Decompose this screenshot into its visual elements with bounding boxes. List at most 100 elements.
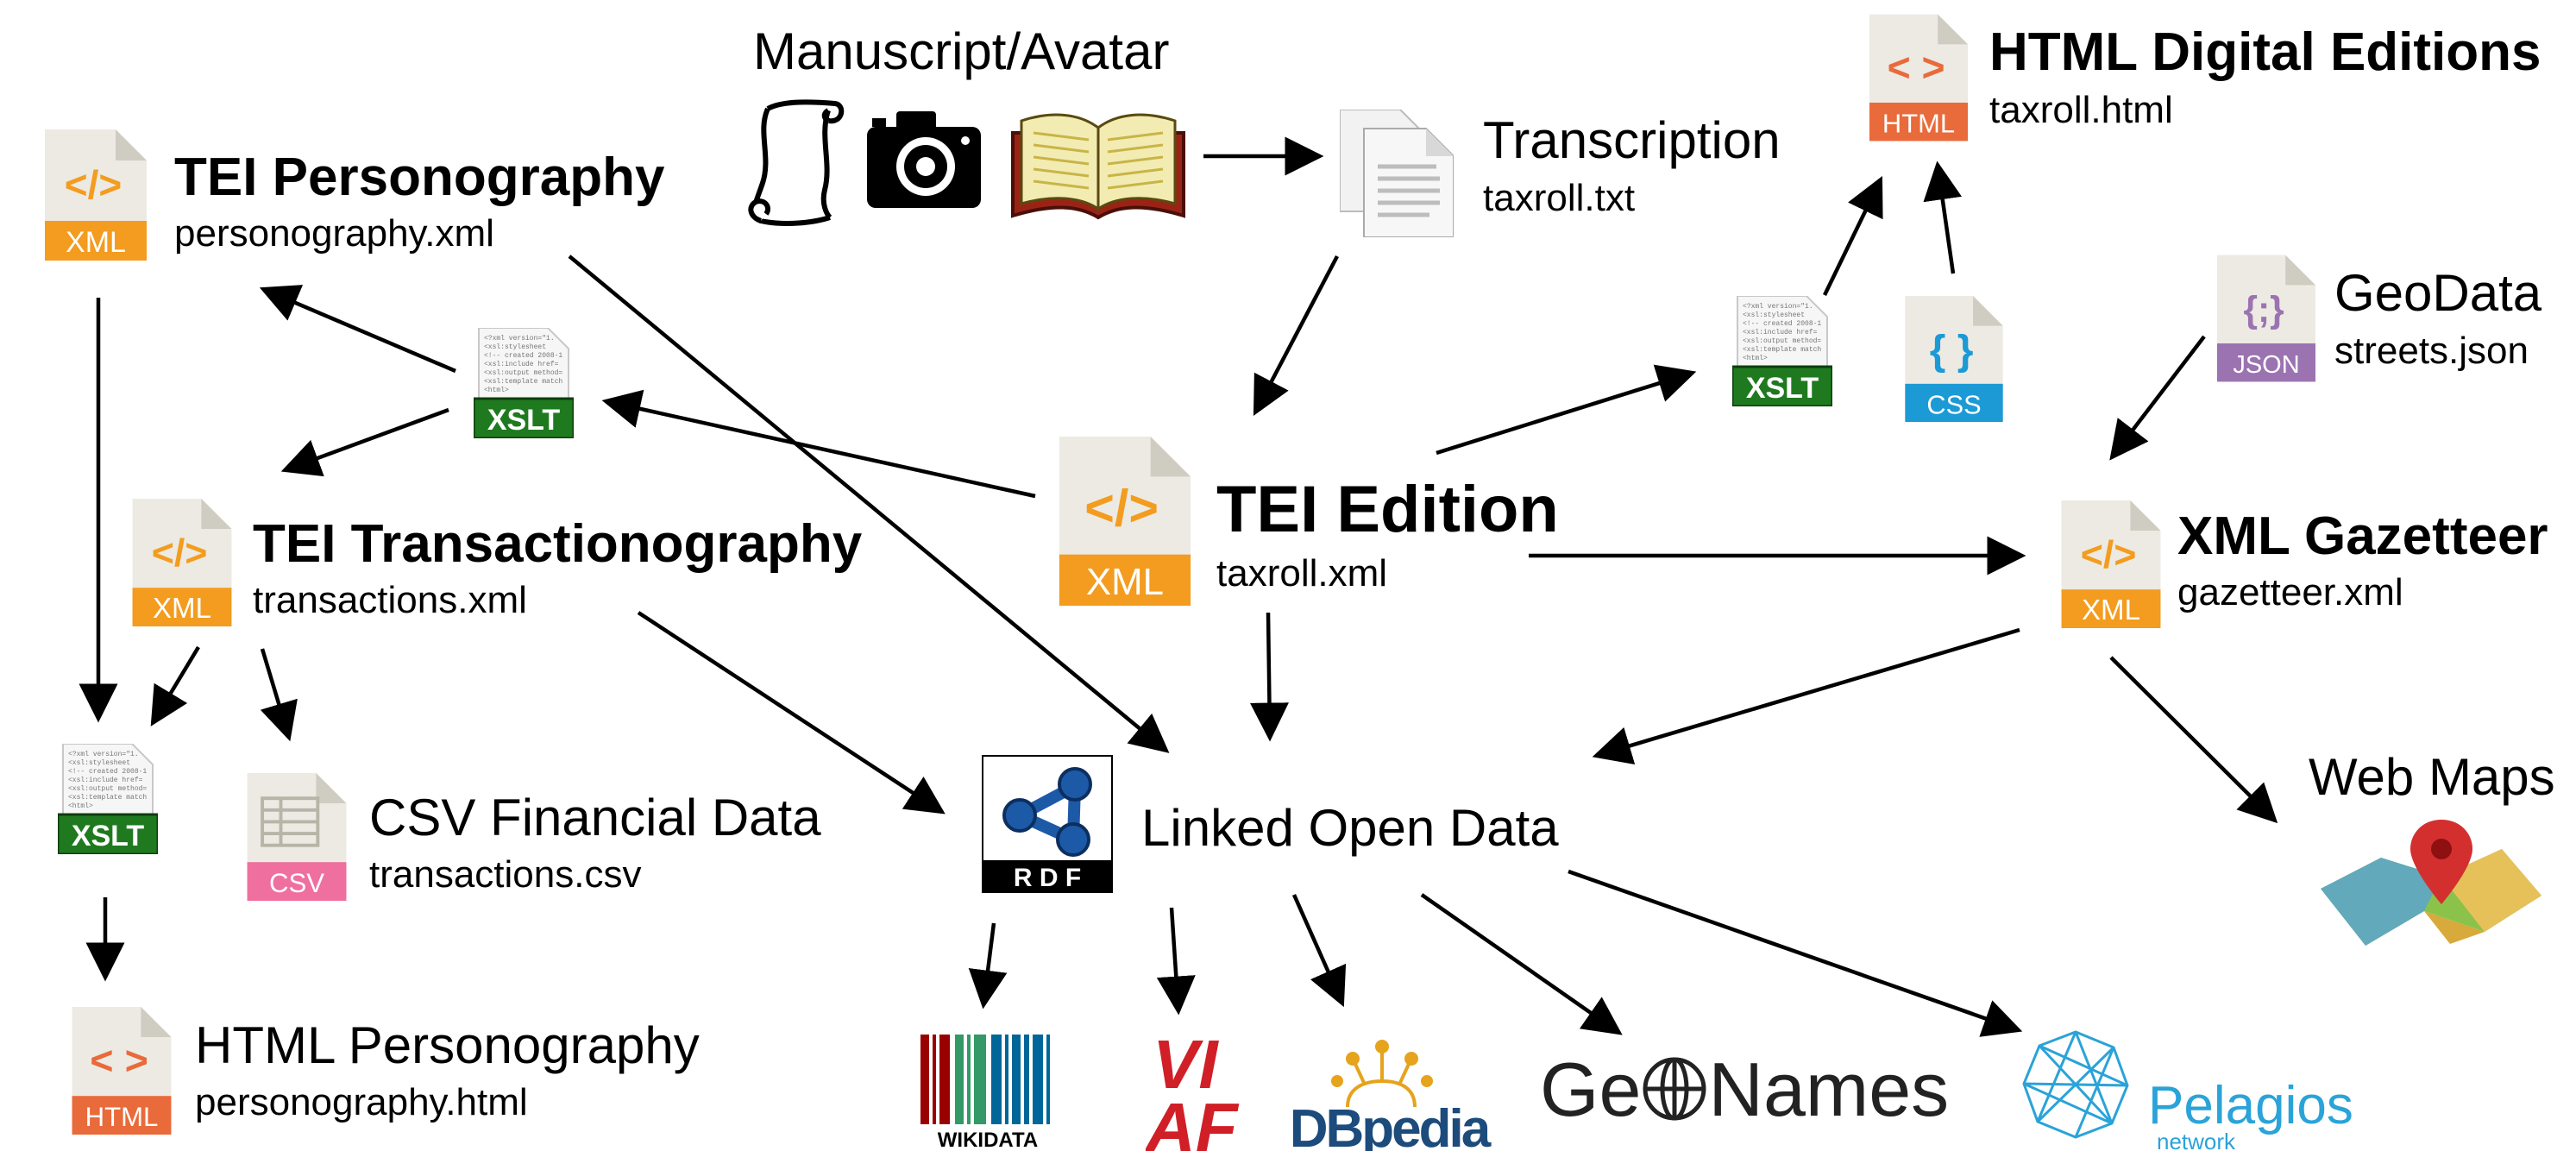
- dbpedia-logo: DBpedia: [1290, 1040, 1492, 1151]
- svg-text:</>: </>: [2081, 533, 2137, 576]
- svg-text:Pelagios: Pelagios: [2148, 1076, 2353, 1135]
- xml-file-icon: </> XML: [132, 499, 232, 626]
- svg-text:VI: VI: [1153, 1031, 1219, 1103]
- transactionography-file: transactions.xml: [253, 579, 527, 621]
- arrow-transactions-lod: [637, 611, 946, 815]
- html-file-icon: < > HTML: [72, 1007, 172, 1135]
- html-editions-file: taxroll.html: [1989, 89, 2173, 131]
- svg-text:{ }: { }: [1930, 328, 1974, 374]
- svg-text:</>: </>: [152, 531, 208, 575]
- transcription-title: Transcription: [1483, 111, 1781, 169]
- svg-text:DBpedia: DBpedia: [1290, 1099, 1492, 1151]
- svg-text:XSLT: XSLT: [1746, 372, 1819, 405]
- personography-title: TEI Personography: [174, 148, 665, 207]
- html-personography-file: personography.html: [195, 1081, 528, 1123]
- svg-text:<html>: <html>: [484, 387, 509, 394]
- svg-text:<xsl:output method=: <xsl:output method=: [484, 369, 562, 377]
- arrow-geodata-gazetteer: [2109, 335, 2206, 461]
- svg-text:< >: < >: [1888, 45, 1945, 90]
- tei-edition-file: taxroll.xml: [1216, 552, 1388, 594]
- svg-text:JSON: JSON: [2233, 351, 2299, 379]
- geonames-logo-left: Ge: [1540, 1047, 1642, 1132]
- manuscript-title: Manuscript/Avatar: [753, 22, 1170, 80]
- svg-text:<xsl:include href=: <xsl:include href=: [484, 361, 559, 368]
- scroll-icon: [748, 99, 845, 226]
- gazetteer-title: XML Gazetteer: [2177, 506, 2548, 566]
- svg-text:XML: XML: [153, 593, 211, 625]
- viaf-logo: VI AF: [1146, 1031, 1240, 1151]
- arrow-gazetteer-webmaps: [2109, 656, 2278, 824]
- arrow-lod-wikidata: [968, 922, 1008, 1009]
- svg-text:</>: </>: [1084, 479, 1159, 537]
- arrow-lod-viaf: [1156, 907, 1196, 1016]
- arrow-gazetteer-lod: [1592, 627, 2020, 765]
- arrow-edition-lod: [1249, 612, 1289, 742]
- svg-text:HTML: HTML: [85, 1102, 159, 1132]
- map-pin-icon: [2321, 820, 2541, 946]
- svg-text:network: network: [2157, 1129, 2236, 1151]
- svg-text:<xsl:template match: <xsl:template match: [484, 378, 562, 386]
- html-file-icon: < > HTML: [1869, 14, 1968, 142]
- tei-edition-title: TEI Edition: [1216, 473, 1559, 546]
- arrow-edition-xslt-html: [1436, 364, 1697, 456]
- svg-text:R D F: R D F: [1014, 864, 1081, 892]
- geodata-file: streets.json: [2334, 330, 2529, 372]
- rdf-icon: R D F: [982, 755, 1113, 893]
- svg-text:<!-- created 2008-1: <!-- created 2008-1: [1743, 320, 1821, 328]
- svg-text:<?xml version="1.: <?xml version="1.: [484, 335, 555, 343]
- geonames-logo-right: Names: [1708, 1047, 1950, 1132]
- geodata-title: GeoData: [2334, 264, 2542, 322]
- svg-text:CSV: CSV: [269, 868, 324, 898]
- text-document-icon: [1340, 110, 1454, 237]
- svg-text:<xsl:output method=: <xsl:output method=: [68, 785, 147, 793]
- transactionography-title: TEI Transactionography: [253, 514, 863, 574]
- csv-file-icon: CSV: [247, 773, 347, 901]
- svg-text:XSLT: XSLT: [487, 404, 561, 437]
- lod-title: Linked Open Data: [1141, 799, 1559, 857]
- xml-file-icon: </> XML: [45, 129, 147, 261]
- svg-text:<html>: <html>: [1743, 355, 1768, 362]
- csv-file: transactions.csv: [369, 853, 642, 896]
- open-book-icon: [1011, 113, 1185, 220]
- xml-file-icon: </> XML: [1059, 437, 1191, 606]
- svg-text:<xsl:include href=: <xsl:include href=: [68, 777, 143, 784]
- svg-text:<?xml version="1.: <?xml version="1.: [68, 751, 139, 758]
- svg-text:<html>: <html>: [68, 802, 93, 810]
- transcription-file: taxroll.txt: [1483, 177, 1636, 219]
- personography-file: personography.xml: [174, 212, 494, 255]
- arrow-transactions-xslt: [150, 645, 200, 726]
- svg-text:<xsl:stylesheet: <xsl:stylesheet: [68, 759, 130, 767]
- csv-title: CSV Financial Data: [369, 789, 821, 846]
- svg-text:<!-- created 2008-1: <!-- created 2008-1: [68, 768, 147, 776]
- arrow-edition-xslt-personography: [601, 389, 1036, 499]
- globe-icon: [1643, 1057, 1706, 1121]
- svg-text:< >: < >: [90, 1038, 148, 1083]
- xslt-file-icon: <?xml version="1. <xsl:stylesheet <!-- c…: [474, 328, 574, 438]
- svg-text:HTML: HTML: [1882, 109, 1955, 139]
- html-personography-title: HTML Personography: [195, 1016, 700, 1074]
- svg-text:<xsl:include href=: <xsl:include href=: [1743, 329, 1818, 336]
- arrow-xslt-transactionography: [280, 407, 449, 477]
- svg-text:<!-- created 2008-1: <!-- created 2008-1: [484, 352, 562, 360]
- json-file-icon: {;} JSON: [2217, 255, 2315, 382]
- svg-text:<xsl:stylesheet: <xsl:stylesheet: [484, 343, 546, 351]
- svg-text:XML: XML: [66, 226, 126, 259]
- svg-text:<xsl:output method=: <xsl:output method=: [1743, 337, 1821, 345]
- svg-text:</>: </>: [65, 162, 123, 207]
- arrow-transcription-tei-edition: [1253, 255, 1339, 416]
- wikidata-logo: WIKIDATA: [920, 1035, 1050, 1151]
- gazetteer-file: gazetteer.xml: [2177, 571, 2403, 613]
- arrow-personography-lod: [568, 255, 1170, 753]
- arrow-xslt-html: [1822, 175, 1883, 296]
- svg-text:<xsl:template match: <xsl:template match: [1743, 346, 1821, 354]
- pelagios-logo: Pelagios network: [2022, 1030, 2353, 1151]
- arrow-lod-geonames: [1420, 893, 1623, 1035]
- arrow-transactions-csv: [260, 648, 298, 742]
- xslt-file-icon: <?xml version="1. <xsl:stylesheet <!-- c…: [58, 744, 158, 854]
- web-maps-title: Web Maps: [2309, 748, 2555, 806]
- css-file-icon: { } CSS: [1905, 296, 2003, 422]
- arrow-lod-dbpedia: [1291, 894, 1347, 1008]
- html-editions-title: HTML Digital Editions: [1989, 22, 2541, 82]
